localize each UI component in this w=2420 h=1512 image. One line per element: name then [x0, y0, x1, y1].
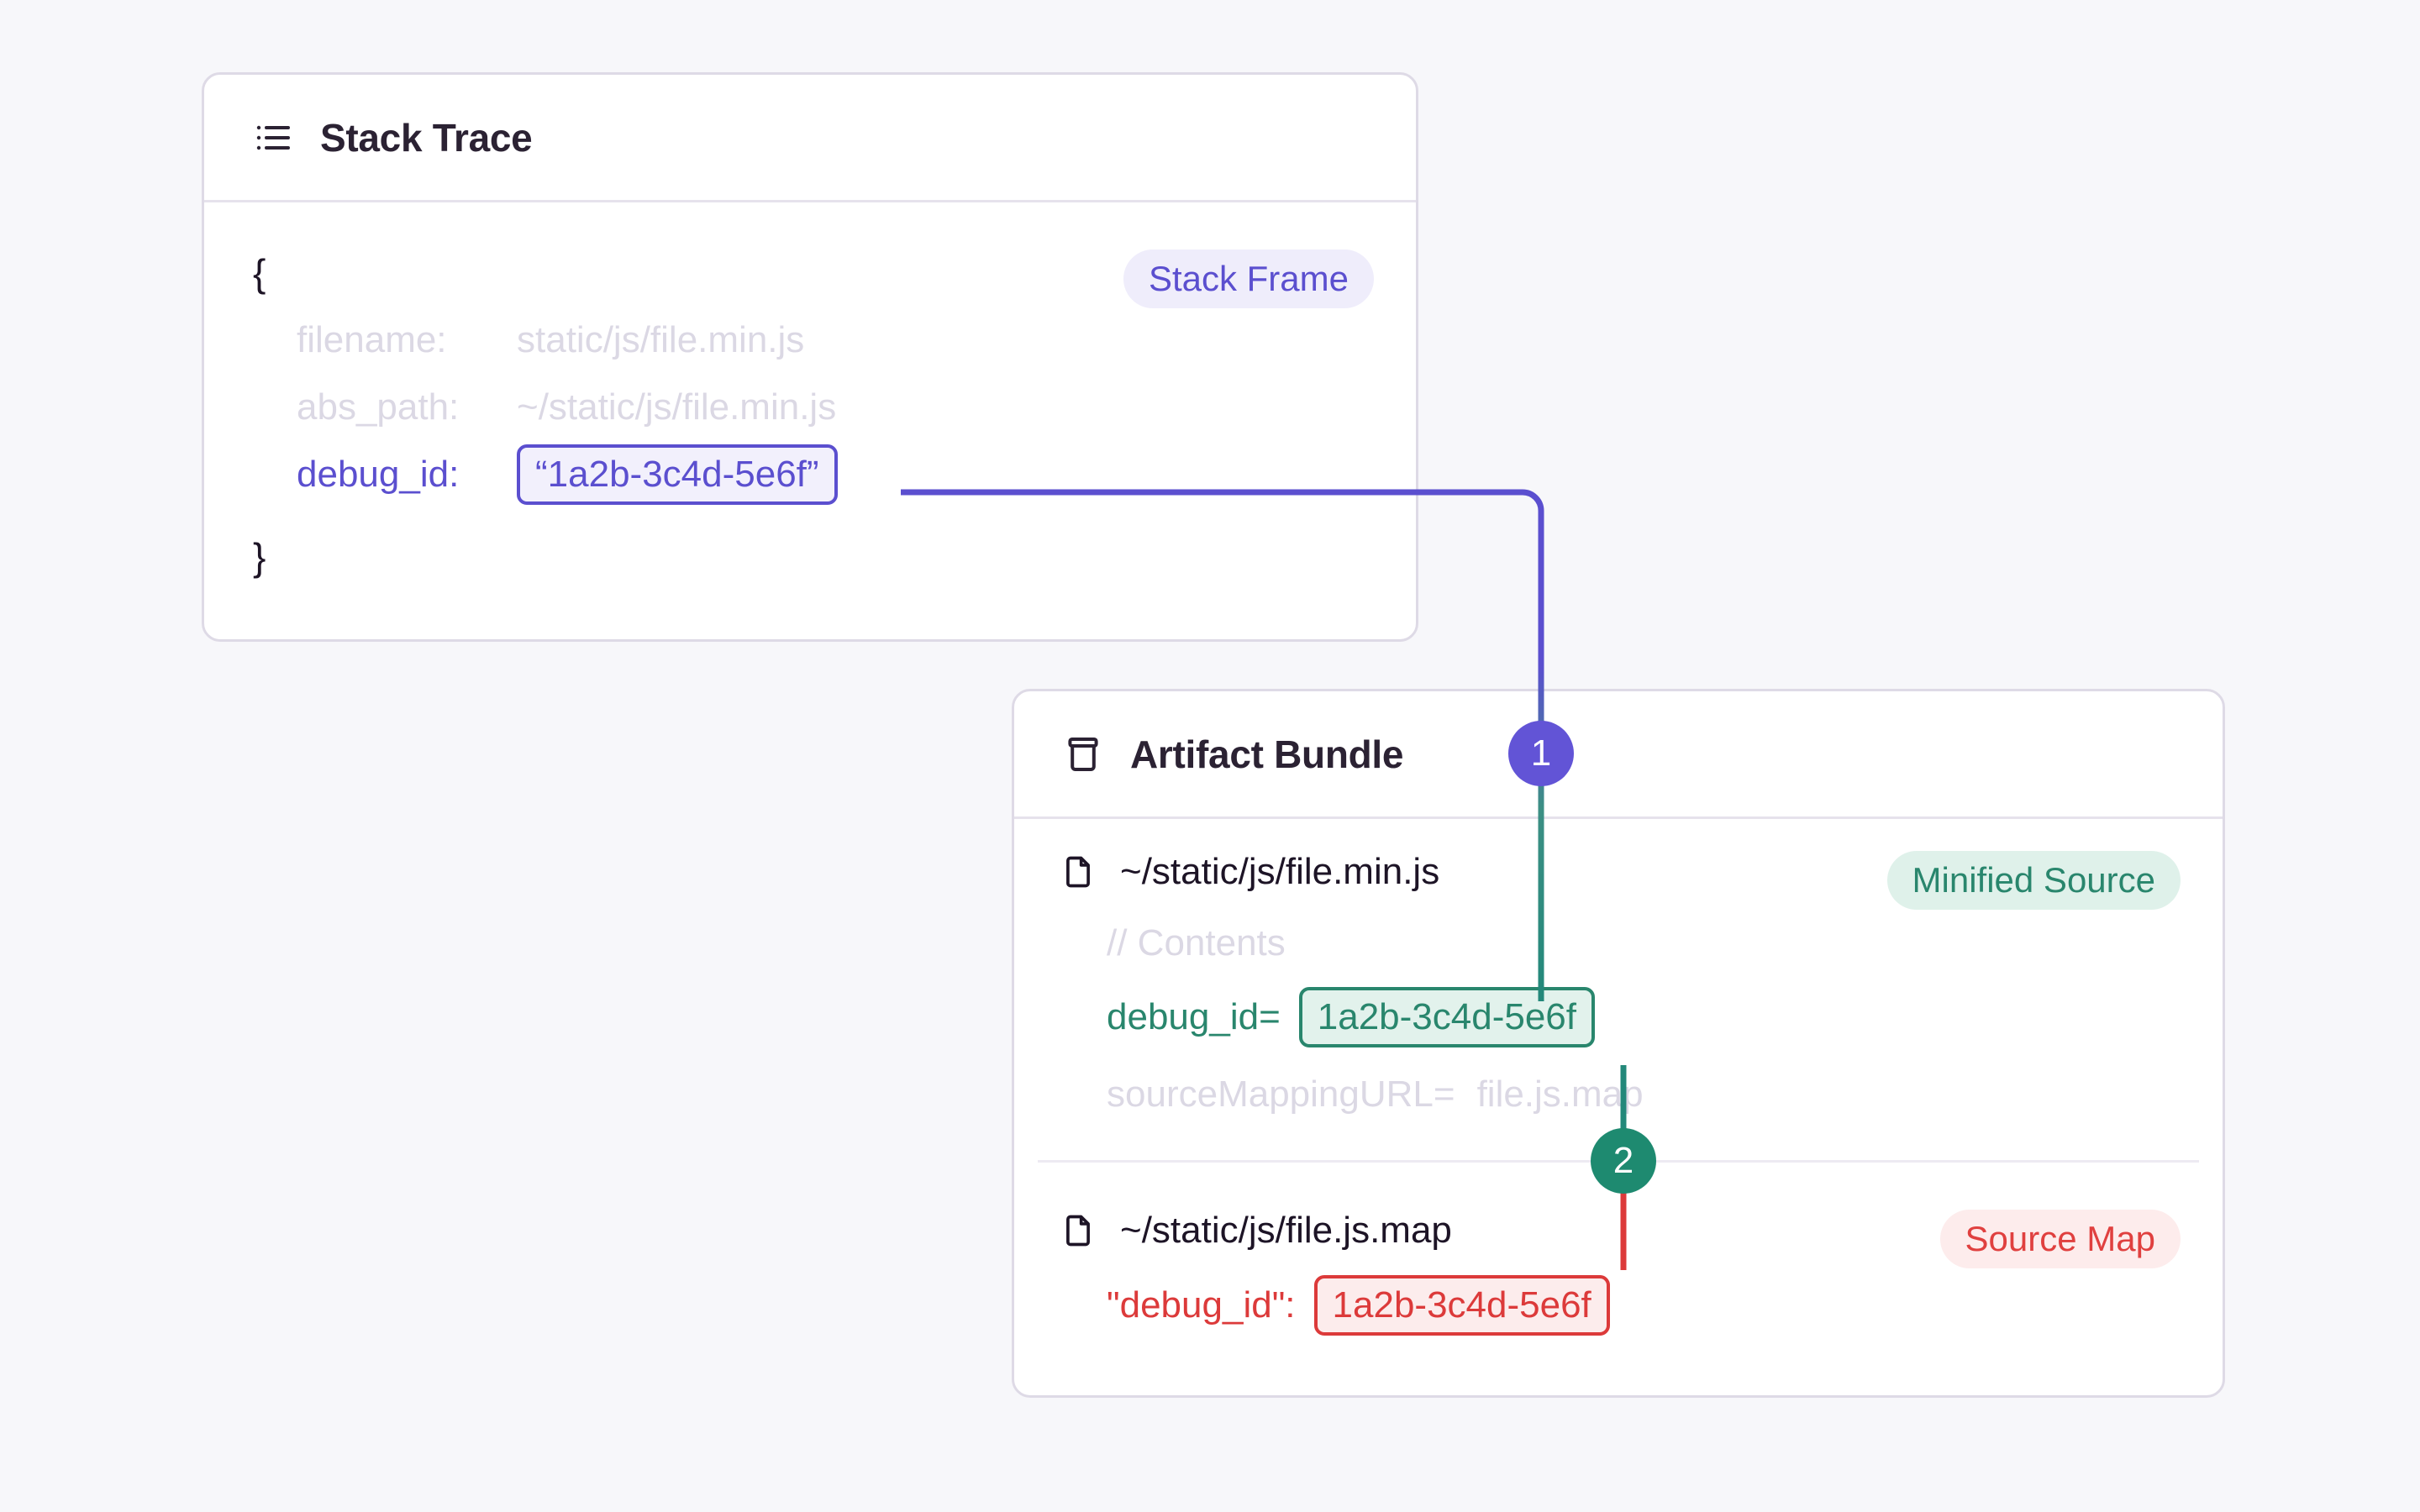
bundle-line-debug-id: debug_id= 1a2b-3c4d-5e6f	[1014, 985, 2223, 1049]
bundle-line-sourcemapping-url: sourceMappingURL= file.js.map	[1014, 1063, 2223, 1126]
sourcemap-debug-id-key: "debug_id":	[1107, 1284, 1296, 1326]
status-badge-minified-source: Minified Source	[1886, 851, 2181, 910]
step-badge-1: 1	[1508, 721, 1574, 786]
artifact-file-minified-source: ~/static/js/file.min.js Minified Source …	[1014, 819, 2223, 1126]
bundle-debug-id-key: debug_id=	[1107, 996, 1281, 1037]
bundle-line-contents-comment: // Contents	[1107, 922, 1286, 963]
sourcemapping-url-key: sourceMappingURL=	[1107, 1074, 1455, 1115]
field-abs-path-key: abs_path:	[297, 386, 460, 428]
field-debug-id-key: debug_id:	[297, 454, 460, 495]
artifact-file-source-map: ~/static/js/file.js.map Source Map "debu…	[1014, 1163, 2223, 1337]
file-name-minified: ~/static/js/file.min.js	[1120, 851, 1440, 892]
field-abs-path-value: ~/static/js/file.min.js	[517, 386, 837, 428]
debug-id-value-chip-stacktrace[interactable]: “1a2b-3c4d-5e6f”	[517, 444, 838, 505]
field-filename: filename: static/js/file.min.js	[204, 307, 1416, 374]
artifact-bundle-header: Artifact Bundle	[1014, 691, 2223, 819]
artifact-bundle-card: Artifact Bundle ~/static/js/file.min.js …	[1012, 689, 2225, 1398]
file-name-sourcemap: ~/static/js/file.js.map	[1120, 1210, 1452, 1251]
field-filename-key: filename:	[297, 319, 447, 360]
package-icon	[1063, 734, 1103, 774]
list-icon	[253, 118, 293, 158]
sourcemapping-url-value: file.js.map	[1476, 1074, 1644, 1115]
field-debug-id: debug_id: “1a2b-3c4d-5e6f”	[204, 441, 1416, 508]
debug-id-value-chip-minified[interactable]: 1a2b-3c4d-5e6f	[1298, 987, 1596, 1047]
artifact-bundle-title: Artifact Bundle	[1130, 732, 1404, 776]
file-icon	[1060, 853, 1097, 890]
file-icon	[1060, 1212, 1097, 1249]
field-filename-value: static/js/file.min.js	[517, 319, 805, 360]
stack-trace-card: Stack Trace { filename: static/js/file.m…	[202, 72, 1418, 642]
stack-trace-body: { filename: static/js/file.min.js abs_pa…	[204, 202, 1416, 591]
stack-trace-header: Stack Trace	[204, 75, 1416, 202]
json-open-brace: {	[253, 251, 266, 295]
stack-trace-title: Stack Trace	[320, 115, 533, 160]
step-badge-2: 2	[1591, 1128, 1656, 1194]
debug-id-value-chip-sourcemap[interactable]: 1a2b-3c4d-5e6f	[1313, 1275, 1610, 1336]
bundle-line-sourcemap-debug-id: "debug_id": 1a2b-3c4d-5e6f	[1014, 1273, 2223, 1337]
status-badge-source-map: Source Map	[1939, 1210, 2181, 1268]
json-close-brace: }	[253, 535, 266, 579]
file-row-sourcemap: ~/static/js/file.js.map	[1014, 1210, 2223, 1252]
field-abs-path: abs_path: ~/static/js/file.min.js	[204, 374, 1416, 441]
status-badge-stack-frame: Stack Frame	[1123, 249, 1374, 308]
